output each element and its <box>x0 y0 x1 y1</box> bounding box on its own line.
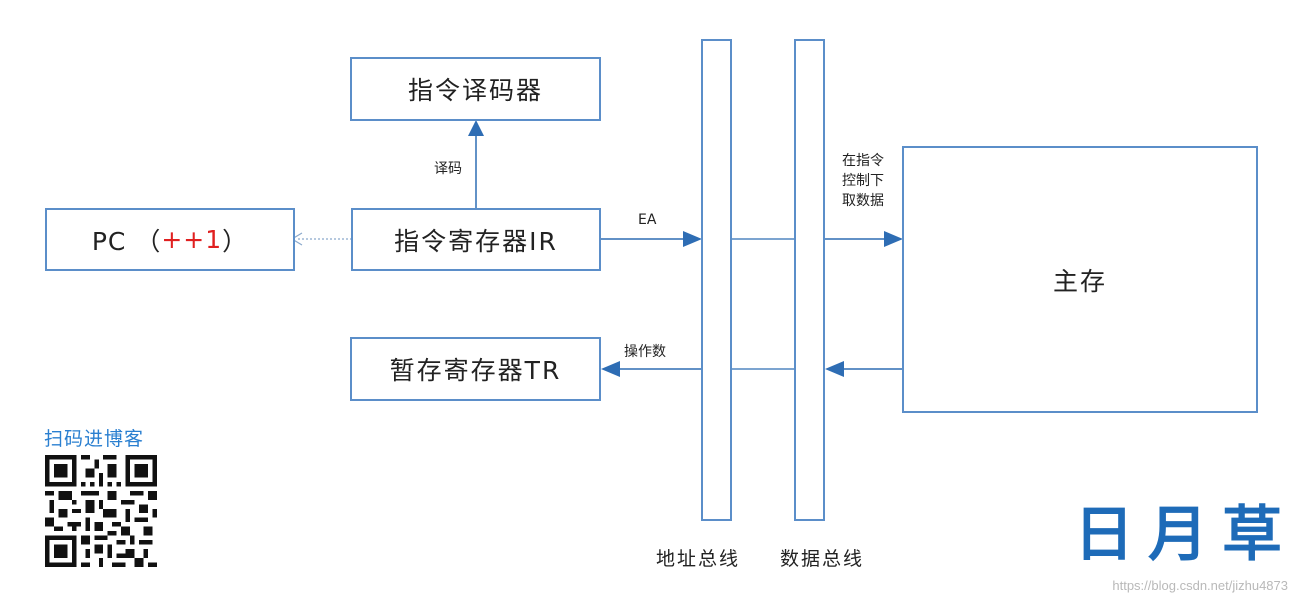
brand-logo: 日月草 <box>1074 500 1296 570</box>
pc-close: ） <box>222 226 249 256</box>
main-memory-label: 主存 <box>1052 266 1107 296</box>
watermark: https://blog.csdn.net/jizhu4873 <box>1112 578 1288 593</box>
fetch-label-line3: 取数据 <box>842 193 884 209</box>
pc-label: PC （ <box>91 226 162 256</box>
address-bus <box>701 39 732 521</box>
temp-register-box: 暂存寄存器TR <box>350 337 601 401</box>
fetch-label: 在指令 控制下 取数据 <box>842 151 904 211</box>
operand-label: 操作数 <box>624 344 666 360</box>
address-bus-label: 地址总线 <box>656 548 741 570</box>
temp-register-label: 暂存寄存器TR <box>389 356 562 385</box>
decode-label: 译码 <box>434 161 462 177</box>
instruction-decoder-label: 指令译码器 <box>407 76 543 105</box>
main-memory-box: 主存 <box>902 146 1258 413</box>
instruction-register-label: 指令寄存器IR <box>394 226 558 256</box>
fetch-label-line2: 控制下 <box>842 173 884 189</box>
qr-title: 扫码进博客 <box>44 428 145 450</box>
qr-code-icon <box>45 455 157 567</box>
data-bus <box>794 39 825 521</box>
instruction-register-box: 指令寄存器IR <box>351 208 601 271</box>
instruction-decoder-box: 指令译码器 <box>350 57 601 121</box>
pc-increment: ++1 <box>161 225 223 254</box>
pc-box: PC （++1） <box>45 208 295 271</box>
fetch-label-line1: 在指令 <box>842 153 884 169</box>
data-bus-label: 数据总线 <box>780 548 865 570</box>
ea-label: EA <box>638 212 657 228</box>
